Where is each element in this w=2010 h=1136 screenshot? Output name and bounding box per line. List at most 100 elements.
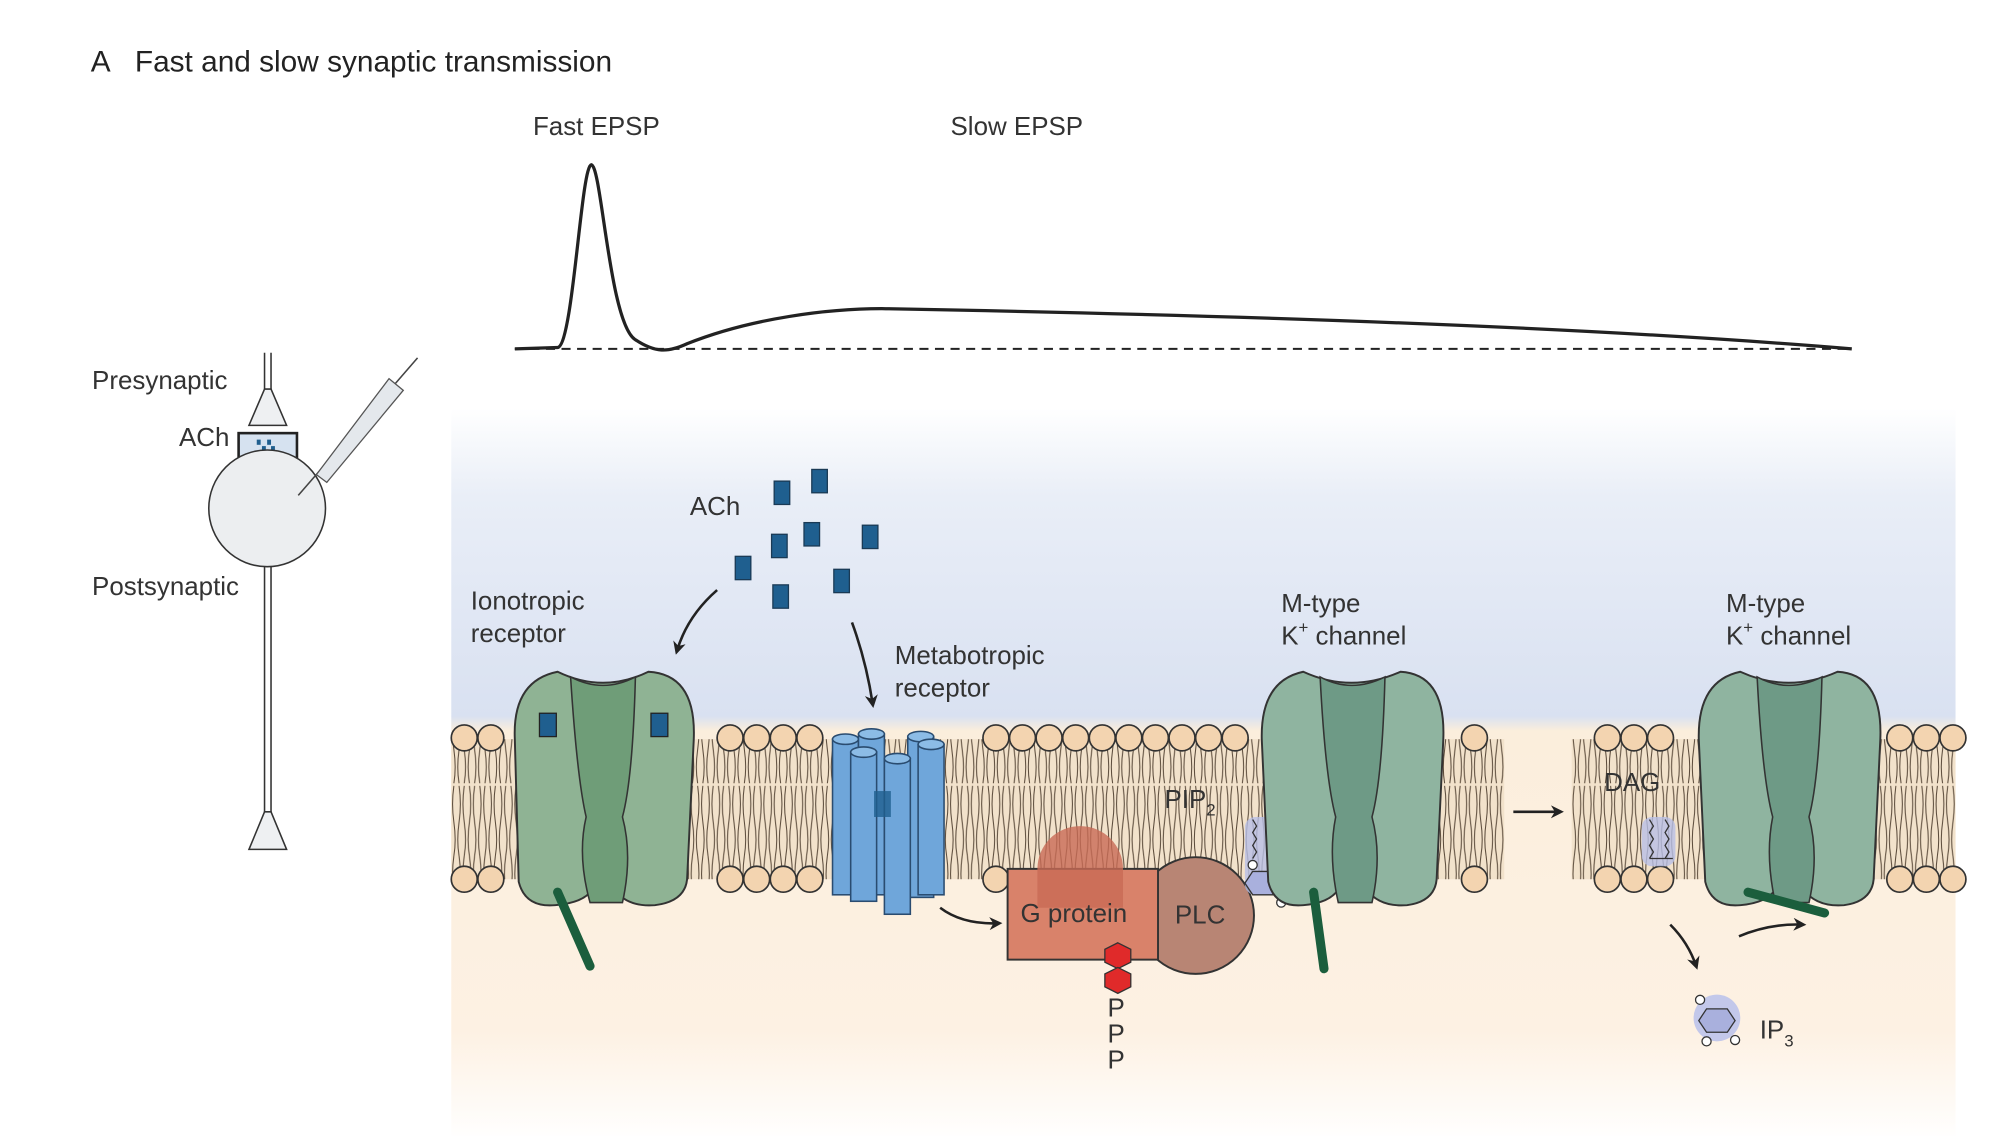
lipid-head bbox=[1885, 865, 1914, 894]
arrow-to-ionotropic bbox=[673, 589, 718, 655]
lipid-head bbox=[450, 865, 479, 894]
lipid-head bbox=[742, 724, 771, 752]
mtype1-channel: channel bbox=[1308, 623, 1406, 651]
lipid-head bbox=[477, 865, 505, 894]
neuron-schematic bbox=[208, 352, 419, 851]
lipid-head bbox=[1168, 724, 1196, 752]
lipid-head bbox=[769, 865, 798, 894]
mtype1-label-2: K+ channel bbox=[1281, 618, 1406, 651]
pip2-label: PIP2 bbox=[1165, 786, 1216, 820]
lipid-head bbox=[716, 865, 744, 894]
mtype1-sup: + bbox=[1299, 618, 1309, 637]
lipid-head bbox=[1088, 724, 1117, 752]
helix-top bbox=[831, 733, 860, 746]
ip3-text: IP bbox=[1760, 1017, 1784, 1045]
phosphate-icon bbox=[1104, 942, 1132, 970]
ip3-label: IP3 bbox=[1760, 1017, 1794, 1051]
lipid-head bbox=[1646, 865, 1675, 894]
epsp-trace bbox=[514, 163, 1852, 352]
ach-molecule bbox=[803, 521, 821, 547]
lipid-head bbox=[1939, 865, 1967, 894]
lipid-head bbox=[1646, 724, 1675, 752]
neuron-ach-label: ACh bbox=[179, 424, 229, 452]
receptor-helix bbox=[849, 751, 878, 903]
pip2-subscript: 2 bbox=[1206, 801, 1215, 820]
helix-top bbox=[917, 738, 945, 751]
phosphate-p3: P bbox=[1107, 1047, 1124, 1075]
lipid-head bbox=[796, 865, 824, 894]
gprotein-label: G protein bbox=[1021, 900, 1128, 928]
m-type-k-channel-open bbox=[1260, 670, 1445, 974]
lipid-head bbox=[982, 865, 1010, 894]
lipid-head bbox=[1194, 724, 1223, 752]
ach-label: ACh bbox=[690, 493, 740, 521]
ach-molecule bbox=[772, 584, 790, 609]
phosphate-p1: P bbox=[1107, 995, 1124, 1023]
ip3-subscript: 3 bbox=[1784, 1032, 1793, 1051]
g-protein-plc-complex bbox=[1006, 826, 1255, 995]
plc-label: PLC bbox=[1175, 901, 1225, 929]
lipid-head bbox=[769, 724, 798, 752]
ionotropic-label-2: receptor bbox=[471, 620, 566, 648]
metabotropic-label-1: Metabotropic bbox=[895, 642, 1045, 670]
lipid-head bbox=[796, 724, 824, 752]
arrow-to-gprotein bbox=[939, 906, 1003, 931]
receptor-helix bbox=[883, 757, 912, 916]
ach-molecule bbox=[770, 533, 788, 559]
m-type-k-channel-closed bbox=[1697, 670, 1882, 918]
lipid-head bbox=[477, 724, 505, 752]
mtype2-label-2: K+ channel bbox=[1726, 618, 1851, 651]
fast-epsp-label: Fast EPSP bbox=[533, 113, 660, 141]
lipid-head bbox=[1035, 724, 1063, 752]
dag-molecule bbox=[1641, 816, 1676, 867]
arrow-to-ip3 bbox=[1669, 923, 1700, 970]
lipid-head bbox=[1885, 724, 1914, 752]
lipid-head bbox=[1061, 724, 1090, 752]
panel-title: Fast and slow synaptic transmission bbox=[135, 45, 612, 78]
ach-molecules bbox=[734, 468, 879, 609]
mtype2-label-1: M-type bbox=[1726, 590, 1805, 618]
phosphate-icon bbox=[1104, 966, 1132, 995]
lipid-head bbox=[716, 724, 744, 752]
mtype1-label-1: M-type bbox=[1281, 590, 1360, 618]
ip3-molecule bbox=[1693, 994, 1741, 1047]
metabotropic-label-2: receptor bbox=[895, 674, 990, 702]
lipid-head bbox=[1912, 865, 1941, 894]
helix-top bbox=[857, 728, 886, 740]
lipid-head bbox=[1620, 724, 1648, 752]
ionotropic-label-1: Ionotropic bbox=[471, 587, 585, 615]
receptor-helix bbox=[917, 743, 945, 896]
dag-label: DAG bbox=[1604, 769, 1660, 797]
mtype2-k: K bbox=[1726, 623, 1743, 651]
lipid-head bbox=[450, 724, 479, 752]
slow-epsp-label: Slow EPSP bbox=[951, 113, 1084, 141]
lipid-head bbox=[1115, 724, 1143, 752]
panel-letter: A bbox=[91, 45, 111, 78]
phosphate-p2: P bbox=[1107, 1021, 1124, 1049]
mtype2-channel: channel bbox=[1753, 623, 1851, 651]
arrow-to-metabotropic bbox=[850, 622, 878, 709]
arrow-channel-close bbox=[1738, 917, 1807, 938]
lipid-head bbox=[1221, 724, 1249, 752]
presynaptic-label: Presynaptic bbox=[92, 367, 227, 395]
lipid-head bbox=[1460, 865, 1489, 894]
lipid-head bbox=[1620, 865, 1648, 894]
lipid-head bbox=[982, 724, 1010, 752]
lipid-head bbox=[1912, 724, 1941, 752]
g-protein bbox=[1006, 867, 1159, 961]
ach-molecule bbox=[861, 524, 879, 550]
pip2-text: PIP bbox=[1165, 786, 1207, 814]
lipid-head bbox=[1141, 724, 1170, 752]
lipid-head bbox=[1593, 724, 1622, 752]
lipid-head bbox=[742, 865, 771, 894]
postsynaptic-label: Postsynaptic bbox=[92, 573, 239, 601]
bound-ach bbox=[874, 791, 891, 817]
ach-molecule bbox=[811, 468, 828, 494]
lipid-head bbox=[1939, 724, 1967, 752]
mtype2-sup: + bbox=[1743, 618, 1753, 637]
mtype1-k: K bbox=[1281, 623, 1298, 651]
ach-molecule bbox=[734, 555, 752, 581]
helix-top bbox=[849, 746, 878, 759]
